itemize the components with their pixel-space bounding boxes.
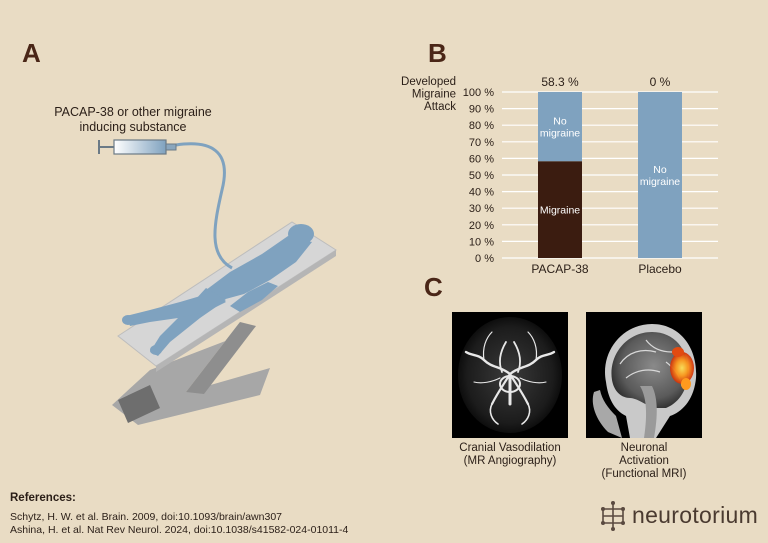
fmri-caption-line: (Functional MRI)	[601, 468, 687, 480]
y-tick-labels: 0 % 10 % 20 % 30 % 40 % 50 % 60 % 70 % 80 % 90 % 1…	[463, 87, 494, 265]
logo-text: neurotorium	[632, 502, 759, 528]
bar-segment-label: No	[653, 164, 667, 176]
mra-caption-line: (MR Angiography)	[463, 455, 557, 467]
y-tick-label: 30 %	[469, 203, 494, 215]
y-tick-label: 40 %	[469, 187, 494, 199]
table-edge	[156, 250, 336, 372]
y-tick-label: 90 %	[469, 104, 494, 116]
fmri-caption-line: Activation	[619, 455, 669, 467]
category-labels: PACAP-38 Placebo	[531, 262, 682, 276]
bar-top-label: 0 %	[650, 75, 671, 89]
y-tick-label: 20 %	[469, 220, 494, 232]
infusion-tube	[175, 142, 233, 270]
bar-segment-label: Migraine	[540, 205, 580, 217]
y-axis-title-line: Attack	[424, 101, 456, 113]
bar-segment-migraine	[538, 161, 582, 258]
bar-segment-label: No	[553, 116, 567, 128]
y-tick-label: 10 %	[469, 236, 494, 248]
y-tick-label: 80 %	[469, 120, 494, 132]
bar-segment-no-migraine	[538, 92, 582, 162]
panel-b-label: B	[428, 38, 447, 68]
neurotorium-logo: neurotorium	[598, 501, 758, 531]
y-axis-title-line: Developed	[401, 76, 456, 88]
fmri-caption: Neuronal Activation (Functional MRI)	[569, 442, 719, 481]
panel-c-label: C	[424, 272, 443, 302]
references-title: References:	[10, 492, 76, 504]
syringe-icon	[98, 139, 177, 155]
gridlines	[502, 91, 718, 259]
y-tick-label: 50 %	[469, 170, 494, 182]
patient-figure	[122, 224, 314, 356]
category-label: PACAP-38	[531, 262, 588, 276]
mra-caption: Cranial Vasodilation (MR Angiography)	[435, 442, 585, 468]
y-tick-label: 60 %	[469, 153, 494, 165]
y-axis-title-line: Migraine	[412, 89, 456, 101]
fmri-caption-line: Neuronal	[620, 442, 668, 454]
reference-item: Ashina, H. et al. Nat Rev Neurol. 2024, …	[10, 524, 349, 536]
y-tick-label: 70 %	[469, 137, 494, 149]
panel-a-label: A	[22, 38, 41, 68]
table-stand-side	[186, 322, 256, 394]
patient-infusion-illustration	[98, 139, 337, 425]
bar-top-label: 58.3 %	[541, 75, 579, 89]
bar-segment-no-migraine	[638, 92, 682, 258]
y-tick-label: 100 %	[463, 87, 494, 99]
category-label: Placebo	[638, 262, 682, 276]
y-tick-label: 0 %	[475, 253, 494, 265]
reference-item: Schytz, H. W. et al. Brain. 2009, doi:10…	[10, 511, 282, 523]
bar-segment-label: migraine	[540, 128, 580, 140]
substance-label: PACAP-38 or other migraine inducing subs…	[54, 105, 212, 134]
mr-angiography-image	[452, 312, 568, 438]
neurotorium-logo-icon	[601, 501, 625, 531]
bar-segment-label: migraine	[640, 176, 680, 188]
table-base	[118, 385, 160, 423]
mra-caption-line: Cranial Vasodilation	[459, 442, 561, 454]
functional-mri-image	[586, 312, 702, 438]
